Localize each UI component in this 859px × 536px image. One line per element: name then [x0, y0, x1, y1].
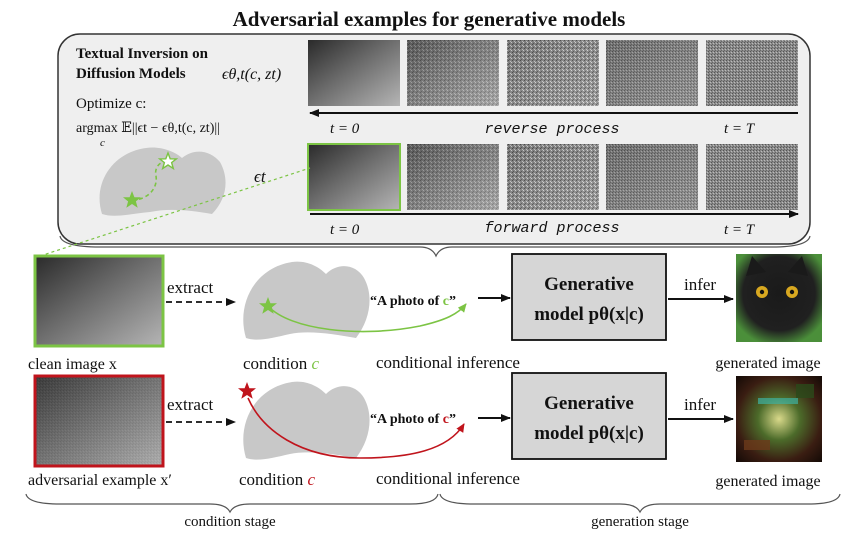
adv-inference-label: conditional inference [376, 469, 520, 488]
embedding-trajectory-dashed [131, 160, 169, 201]
eps-t-symbol: ϵt [254, 167, 267, 186]
eps-model-formula: ϵθ,t(c, zt) [222, 66, 281, 83]
adv-condition-trajectory [247, 397, 465, 459]
clean-cat-right-ear [788, 256, 808, 276]
clean-image [33, 254, 165, 348]
objective-formula: argmax 𝔼||ϵt − ϵθ,t(c, zt)|| [76, 121, 220, 136]
forward-frame-1 [308, 144, 400, 210]
forward-image-strip [307, 143, 798, 211]
panel-heading-line1: Textual Inversion on [76, 46, 209, 62]
condition-stage-brace [25, 493, 439, 514]
reverse-image-strip [308, 40, 798, 106]
adv-condition-shape [243, 381, 370, 460]
adv-model-line2: model pθ(x|c) [534, 423, 644, 444]
adv-infer-label: infer [684, 395, 716, 414]
optimize-label: Optimize c: [76, 96, 146, 112]
reverse-t-start: t = 0 [330, 121, 360, 137]
start-star-icon [123, 191, 141, 208]
figure-title: Adversarial examples for generative mode… [233, 7, 626, 31]
forward-t-end: t = T [724, 222, 756, 238]
adv-prompt-var: c [443, 412, 449, 427]
forward-process-label: forward process [484, 220, 619, 237]
adversarial-image-label: adversarial example x′ [28, 472, 172, 489]
clean-infer-label: infer [684, 275, 716, 294]
reverse-frame-5 [706, 40, 798, 106]
clean-prompt-var: c [443, 294, 449, 309]
clean-condition-shape [243, 261, 370, 340]
adv-condition-star-icon [238, 382, 256, 399]
clean-image-label: clean image x [28, 356, 117, 373]
clean-output-label: generated image [715, 355, 820, 372]
clean-model-line1: Generative [544, 274, 634, 295]
clean-generative-model-box [511, 253, 667, 341]
clean-condition-star-icon [259, 297, 277, 314]
objective-subscript: c [100, 137, 105, 149]
generation-stage-brace [439, 493, 841, 514]
clean-condition-trajectory [267, 303, 467, 333]
clean-condition-text: condition [243, 354, 308, 373]
forward-frame-5 [706, 144, 798, 210]
clean-inference-label: conditional inference [376, 353, 520, 372]
condition-stage-label: condition stage [184, 514, 276, 530]
clean-model-line2: model pθ(x|c) [534, 304, 644, 325]
panel-brace [59, 235, 811, 258]
adv-extract-label: extract [167, 395, 214, 414]
link-dotted-line [39, 167, 311, 257]
adv-output-label: generated image [715, 473, 820, 490]
reverse-frame-1 [308, 40, 400, 106]
target-star-outline-icon [157, 151, 179, 171]
panel-heading-line2: Diffusion Models [76, 66, 186, 82]
adv-condition-var: c [307, 470, 315, 489]
clean-condition-label: condition c [243, 354, 319, 373]
clean-prompt-suffix: ” [449, 294, 456, 309]
clean-extract-label: extract [167, 278, 214, 297]
forward-t-start: t = 0 [330, 222, 360, 238]
reverse-process-label: reverse process [484, 121, 619, 138]
adv-generative-model-box [511, 372, 667, 460]
adv-model-line1: Generative [544, 393, 634, 414]
generation-stage-label: generation stage [591, 514, 689, 530]
adv-prompt-suffix: ” [449, 412, 456, 427]
adv-condition-label: condition c [239, 470, 315, 489]
clean-prompt-prefix: “A photo of [370, 294, 443, 309]
clean-cat-left-ear [746, 256, 766, 276]
adv-prompt-prefix: “A photo of [370, 412, 443, 427]
clean-condition-var: c [311, 354, 319, 373]
adv-condition-text: condition [239, 470, 304, 489]
adv-prompt: “A photo of c” [370, 412, 456, 427]
reverse-t-end: t = T [724, 121, 756, 137]
clean-prompt: “A photo of c” [370, 294, 456, 309]
